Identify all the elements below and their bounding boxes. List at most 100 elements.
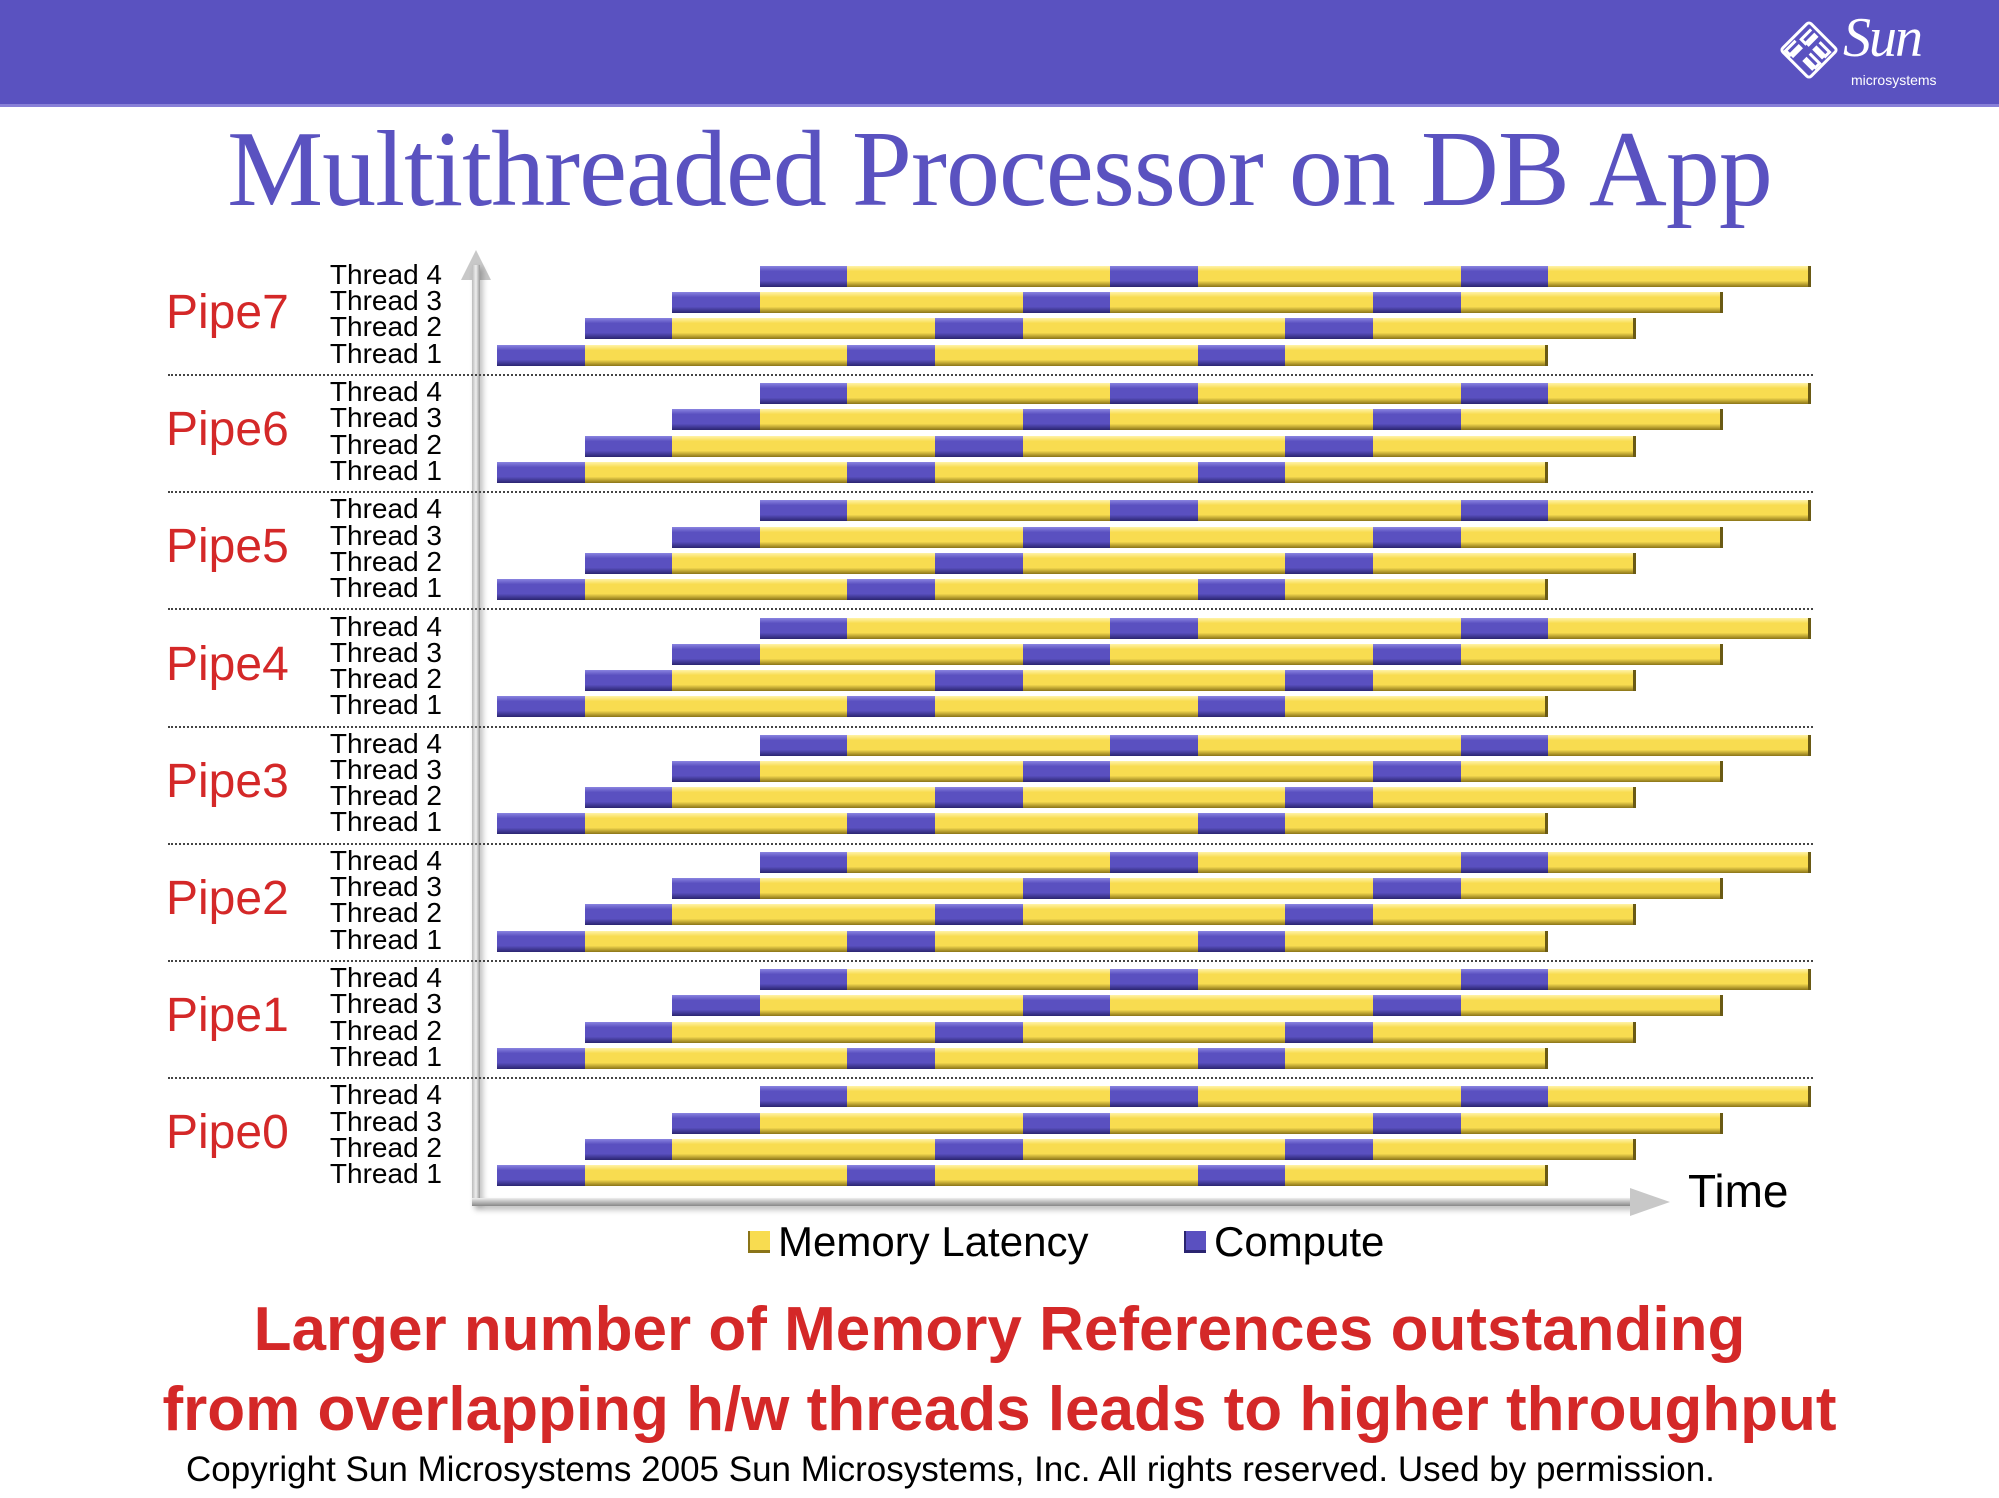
memory-latency-segment bbox=[1285, 344, 1549, 366]
compute-segment bbox=[672, 292, 760, 314]
memory-latency-segment bbox=[1285, 813, 1549, 835]
thread-label: Thread 4 bbox=[329, 376, 442, 408]
compute-segment bbox=[1285, 1021, 1373, 1043]
pipe-separator bbox=[168, 725, 1813, 728]
compute-segment bbox=[497, 930, 585, 952]
memory-latency-segment bbox=[847, 852, 1111, 873]
memory-latency-segment bbox=[1197, 1086, 1461, 1108]
compute-segment bbox=[1110, 617, 1198, 639]
memory-latency-segment bbox=[1548, 1086, 1811, 1108]
compute-segment bbox=[497, 813, 585, 835]
memory-latency-segment bbox=[672, 1021, 935, 1043]
memory-latency-segment bbox=[935, 579, 1198, 600]
memory-latency-segment bbox=[847, 617, 1111, 639]
memory-latency-segment bbox=[1197, 734, 1461, 756]
x-axis-arrowhead bbox=[1630, 1188, 1670, 1216]
memory-latency-segment bbox=[935, 813, 1198, 835]
memory-latency-segment bbox=[1197, 617, 1461, 639]
memory-latency-segment bbox=[1022, 435, 1286, 457]
thread-label: Thread 2 bbox=[329, 663, 442, 694]
memory-latency-segment bbox=[1022, 904, 1286, 926]
sun-logo-mark-icon bbox=[1780, 21, 1838, 79]
memory-latency-segment bbox=[935, 461, 1198, 483]
memory-latency-segment bbox=[584, 1165, 848, 1186]
pipe-label-pipe2: Pipe2 bbox=[166, 872, 289, 925]
memory-latency-segment bbox=[1110, 1112, 1373, 1134]
memory-latency-segment bbox=[584, 344, 848, 366]
thread-label: Thread 3 bbox=[329, 519, 442, 551]
memory-latency-segment bbox=[935, 696, 1198, 718]
compute-segment bbox=[1197, 1047, 1286, 1069]
compute-segment bbox=[935, 552, 1023, 574]
memory-latency-segment bbox=[1548, 852, 1811, 873]
memory-latency-segment bbox=[1110, 643, 1373, 665]
compute-segment bbox=[1022, 1112, 1111, 1134]
memory-latency-segment bbox=[1022, 1021, 1286, 1043]
compute-segment bbox=[1373, 1112, 1461, 1134]
thread-label: Thread 1 bbox=[329, 1158, 442, 1189]
pipe-label-pipe1: Pipe1 bbox=[166, 989, 289, 1043]
compute-segment bbox=[759, 266, 848, 287]
thread-label: Thread 2 bbox=[329, 1131, 442, 1163]
memory-latency-segment bbox=[1548, 266, 1811, 287]
pipe-separator bbox=[168, 491, 1813, 494]
compute-segment bbox=[1460, 617, 1549, 639]
memory-latency-segment bbox=[1197, 266, 1461, 287]
pipe-label-pipe6: Pipe6 bbox=[166, 403, 289, 457]
compute-segment bbox=[759, 969, 848, 991]
thread-label: Thread 1 bbox=[329, 454, 442, 486]
pipe-label-pipe3: Pipe3 bbox=[166, 754, 289, 808]
compute-segment bbox=[497, 579, 585, 600]
compute-segment bbox=[847, 461, 935, 483]
legend-compute-label: Compute bbox=[1214, 1218, 1385, 1265]
takeaway-line-2: from overlapping h/w threads leads to hi… bbox=[162, 1375, 1837, 1444]
compute-segment bbox=[584, 904, 673, 926]
compute-segment bbox=[1110, 383, 1198, 405]
thread-label: Thread 3 bbox=[329, 402, 442, 434]
compute-segment bbox=[847, 1047, 935, 1069]
compute-segment bbox=[1460, 266, 1549, 287]
compute-segment bbox=[1460, 852, 1549, 873]
thread-label: Thread 3 bbox=[329, 754, 442, 785]
x-axis-label: Time bbox=[1688, 1165, 1789, 1217]
slide-title: Multithreaded Processor on DB App bbox=[227, 110, 1773, 229]
compute-segment bbox=[584, 552, 673, 574]
memory-latency-segment bbox=[1373, 904, 1636, 926]
pipe-label-pipe0: Pipe0 bbox=[166, 1106, 289, 1160]
thread-label: Thread 2 bbox=[329, 780, 442, 812]
compute-segment bbox=[497, 344, 585, 366]
compute-segment bbox=[1460, 734, 1549, 756]
thread-label: Thread 3 bbox=[329, 988, 442, 1020]
memory-latency-segment bbox=[1197, 500, 1461, 522]
compute-segment bbox=[1285, 318, 1373, 340]
compute-segment bbox=[1197, 579, 1286, 600]
compute-segment bbox=[1022, 292, 1111, 314]
memory-latency-segment bbox=[1460, 995, 1724, 1017]
compute-segment bbox=[847, 930, 935, 952]
compute-segment bbox=[847, 1165, 935, 1186]
compute-segment bbox=[1373, 761, 1461, 782]
compute-segment bbox=[1110, 734, 1198, 756]
pipe-separator bbox=[168, 608, 1813, 611]
copyright-notice: Copyright Sun Microsystems 2005 Sun Micr… bbox=[186, 1450, 1715, 1489]
memory-latency-segment bbox=[1373, 1021, 1636, 1043]
takeaway-line-1: Larger number of Memory References outst… bbox=[253, 1295, 1746, 1364]
thread-label: Thread 2 bbox=[329, 545, 442, 577]
compute-segment bbox=[1022, 643, 1111, 665]
compute-segment bbox=[1022, 526, 1111, 548]
memory-latency-segment bbox=[1022, 670, 1286, 691]
logo-wordmark: Sun bbox=[1843, 7, 1923, 69]
memory-latency-segment bbox=[1548, 500, 1811, 522]
thread-label: Thread 1 bbox=[329, 337, 442, 369]
memory-latency-segment bbox=[1460, 409, 1724, 431]
memory-latency-segment bbox=[1460, 526, 1724, 548]
compute-segment bbox=[1022, 878, 1111, 900]
memory-latency-segment bbox=[1373, 435, 1636, 457]
compute-segment bbox=[1373, 292, 1461, 314]
memory-latency-segment bbox=[1460, 292, 1724, 314]
compute-segment bbox=[935, 435, 1023, 457]
compute-segment bbox=[497, 696, 585, 718]
compute-segment bbox=[1110, 500, 1198, 522]
memory-latency-segment bbox=[1285, 461, 1549, 483]
pipe-separator bbox=[168, 1077, 1813, 1080]
